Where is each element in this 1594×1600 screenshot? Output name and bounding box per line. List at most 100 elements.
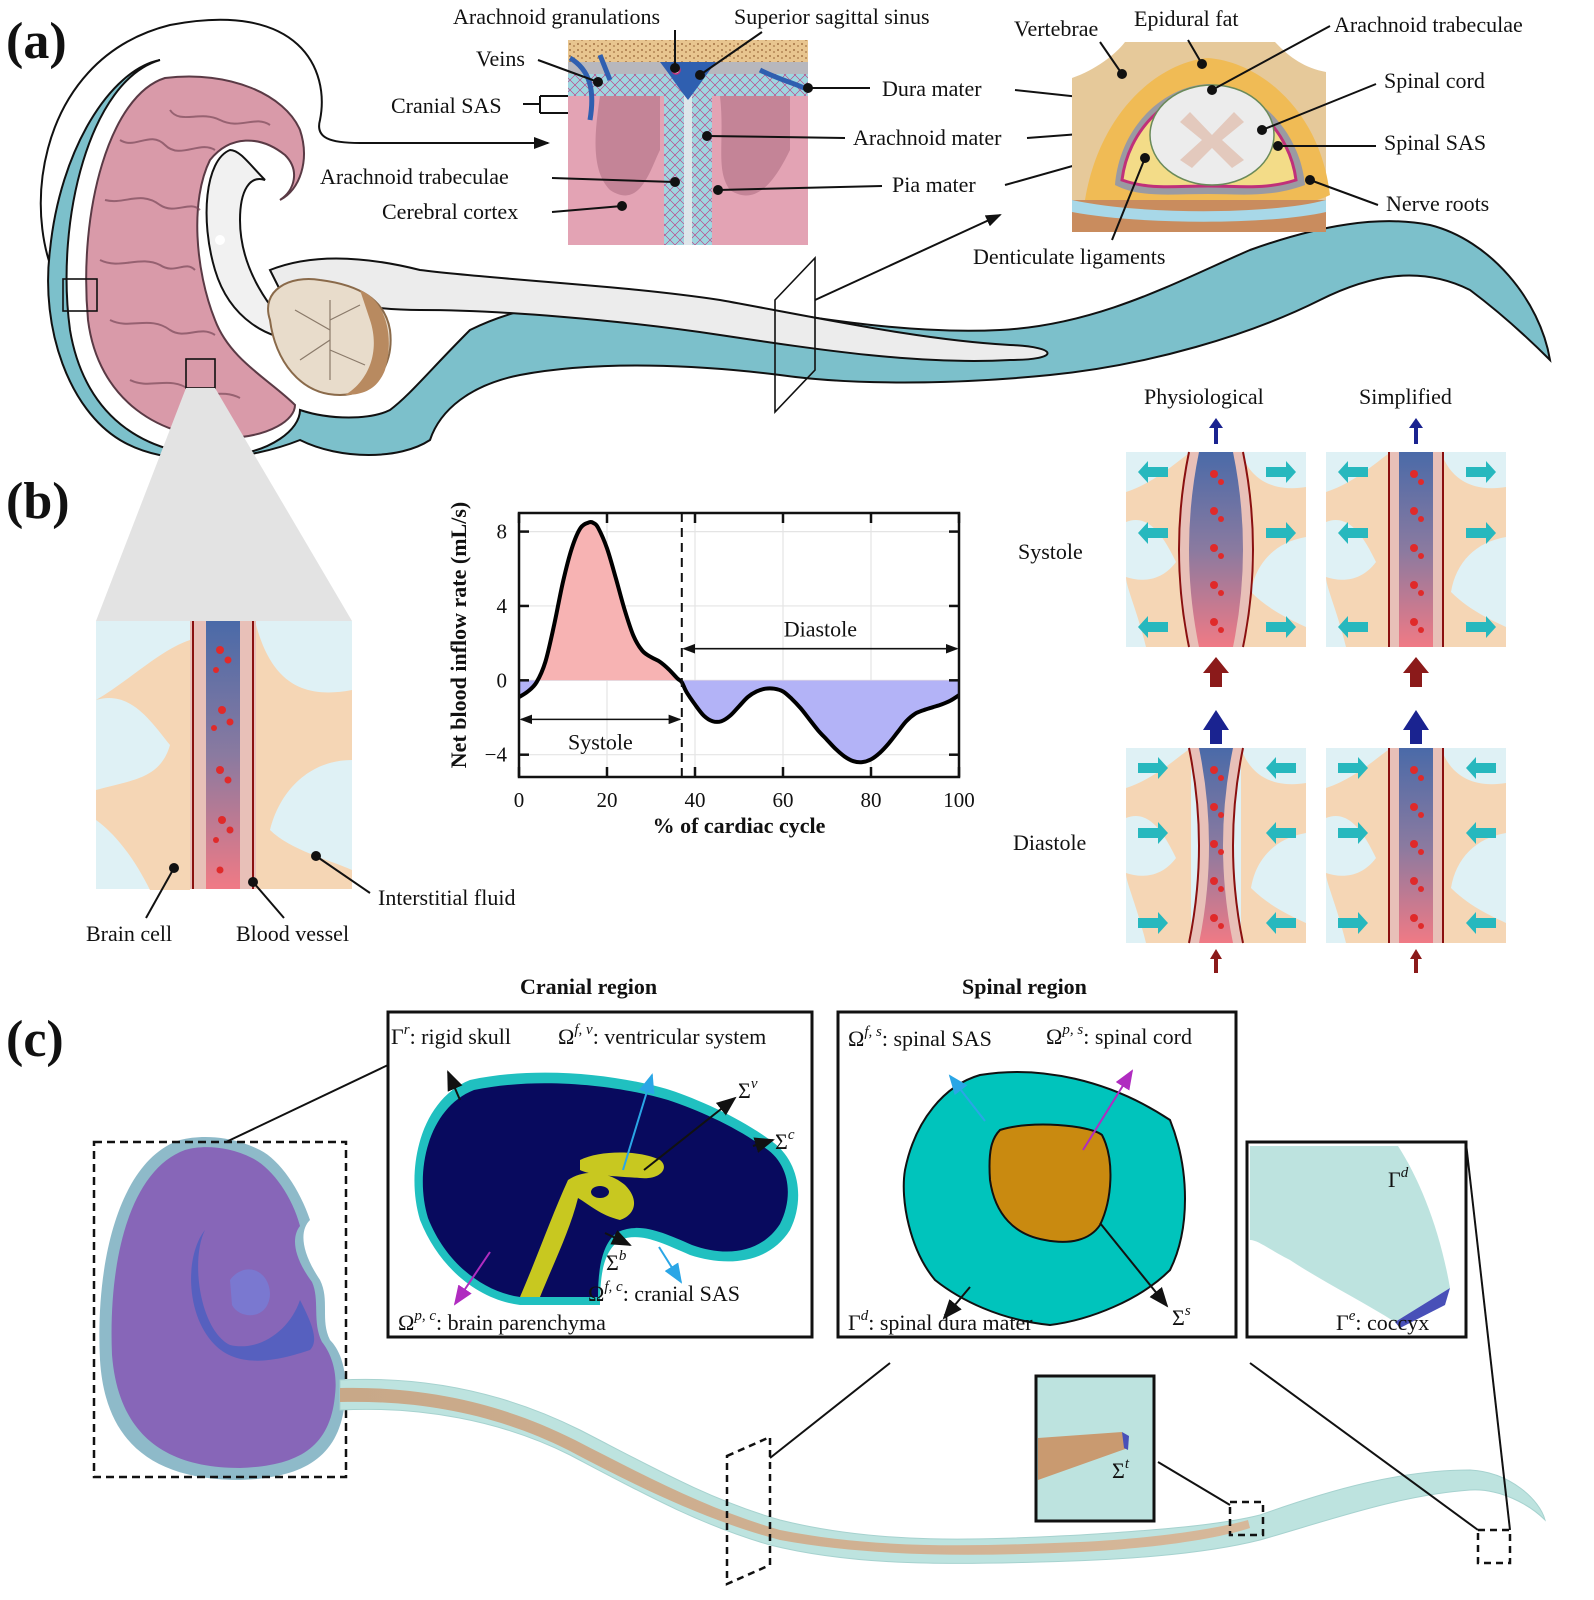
interstitial-gap [1326,520,1376,580]
fluid-arrow-right-icon [1466,757,1496,779]
spinal-section-plane [725,1435,772,1586]
brain-tissue-illustration [96,621,352,890]
cranial-sas-selection-box [62,278,98,312]
red-blood-cell [1218,627,1224,633]
fluid-arrow-left-icon [1338,822,1368,844]
fluid-arrow-right-icon [1266,461,1296,483]
y-axis-title: Net blood inflow rate (mL/s) [446,502,471,768]
red-blood-cell [1218,886,1224,892]
fluid-arrow-left-icon [1338,912,1368,934]
panel-b: (b) Brain cell Blood vessel Interstitial… [6,384,1506,973]
panel-label-b: (b) [6,473,70,530]
red-blood-cell [1418,553,1424,559]
red-blood-cell [1410,618,1418,626]
fluid-arrow-left-icon [1338,461,1368,483]
fluid-arrow-right-icon [1266,522,1296,544]
red-blood-cell [1410,544,1418,552]
panel-label-c: (c) [6,1011,64,1068]
red-blood-cell [1218,812,1224,818]
red-blood-cell [1418,849,1424,855]
zoom-wedge [96,388,352,621]
red-blood-cell [1418,516,1424,522]
fluid-arrow-left-icon [1338,616,1368,638]
vessel-tile-systole-simplified [1326,418,1506,687]
terminus-zoom-box [1228,1500,1265,1537]
label-veins: Veins [476,46,525,71]
y-tick-label: −4 [485,743,508,767]
spinal-cross-section-plane [774,256,816,414]
spinal-domain-pointers [942,1069,1169,1320]
phase-annotation-systole: Systole [568,729,633,754]
vessel-outline-right [1242,451,1254,648]
label-interstitial-fluid: Interstitial fluid [378,885,515,910]
x-axis-title: % of cardiac cycle [653,813,826,838]
red-blood-cell [1218,775,1224,781]
label-dura-mater: Dura mater [882,76,982,101]
red-blood-cell [1410,803,1418,811]
vessel-outline-left [1188,747,1200,944]
inflow-arrow-icon [1210,949,1222,973]
spinal-cord [268,257,1049,362]
red-blood-cell [1210,618,1218,626]
red-blood-cell [1418,627,1424,633]
spinal-cross-section-inset [1072,42,1330,232]
red-blood-cell [1210,766,1218,774]
red-blood-cell [1418,812,1424,818]
tissue-leaders [145,851,371,919]
brain-cell-right [1241,748,1306,943]
vessel-outline-right [1232,747,1244,944]
red-blood-cell [1418,923,1424,929]
fluid-arrow-right-icon [1466,912,1496,934]
coccyx-mesh [1250,1146,1450,1328]
fluid-arrow-left-icon [1138,616,1168,638]
fluid-arrow-right-icon [1466,616,1496,638]
brain-cell-right [1241,452,1306,647]
label-denticulate-ligaments: Denticulate ligaments [973,244,1165,269]
coccyx-zoom-box [1476,1528,1512,1565]
label-epidural-fat: Epidural fat [1134,6,1238,31]
inflow-arrow-icon [1403,657,1429,687]
red-blood-cell [1410,507,1418,515]
fluid-arrow-left-icon [1338,757,1368,779]
fluid-arrow-right-icon [1466,822,1496,844]
label-nerve-roots: Nerve roots [1386,191,1489,216]
label-spinal-cord: Spinal cord [1384,68,1485,93]
red-blood-cell [1418,590,1424,596]
brain-cell-right [1441,748,1506,943]
column-label-simplified: Simplified [1359,384,1452,409]
plot-frame [517,511,961,779]
red-blood-cell [1218,516,1224,522]
y-tick-label: 0 [497,668,508,692]
label-arachnoid-granulations: Arachnoid granulations [453,4,660,29]
red-blood-cell [1210,544,1218,552]
red-blood-cell [1410,840,1418,848]
outflow-arrow-icon [1203,710,1229,744]
x-tick-label: 60 [773,788,794,812]
panel-a: (a) [6,4,1552,460]
fluid-arrow-right-icon [1266,912,1296,934]
red-blood-cell [1210,507,1218,515]
label-gamma-r: Γr: rigid skull [391,1022,511,1049]
label-cerebral-cortex: Cerebral cortex [382,199,518,224]
label-blood-vessel: Blood vessel [236,921,349,946]
red-blood-cell [1210,840,1218,848]
label-sigma-t: Σt [1112,1456,1130,1483]
label-sigma-b: Σb [606,1248,627,1275]
red-blood-cell [1218,590,1224,596]
outflow-arrow-icon [1409,418,1423,444]
red-blood-cell [1418,775,1424,781]
red-blood-cell [1410,914,1418,922]
red-blood-cell [1410,470,1418,478]
panel-label-a: (a) [6,13,67,70]
fluid-arrow-left-icon [1138,522,1168,544]
label-sigma-c: Σc [775,1127,795,1154]
label-omega-fs: Ωf, s: spinal SAS [848,1024,992,1051]
brain-cell-right [1441,452,1506,647]
fluid-arrow-right-icon [1266,822,1296,844]
vessel-outline-left [1178,451,1190,648]
red-blood-cell [1210,581,1218,589]
label-sigma-s: Σs [1172,1303,1191,1330]
fluid-arrow-right-icon [1266,757,1296,779]
terminus-mesh [1038,1432,1129,1480]
